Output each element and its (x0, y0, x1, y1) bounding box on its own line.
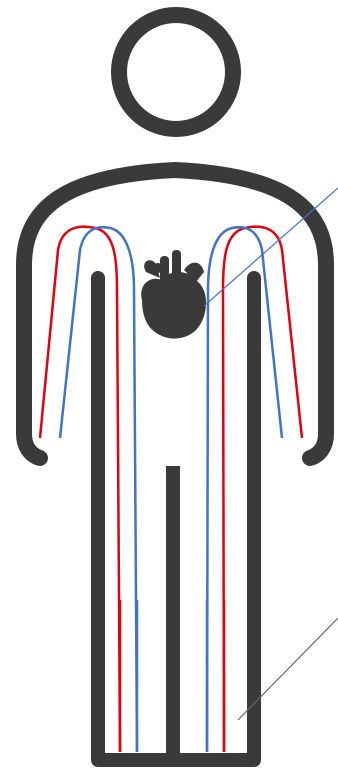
right-arm-vein (207, 227, 282, 752)
heart-icon (141, 250, 206, 339)
head (119, 15, 233, 129)
left-arm-artery (40, 227, 120, 752)
right-arm-artery (223, 227, 302, 752)
